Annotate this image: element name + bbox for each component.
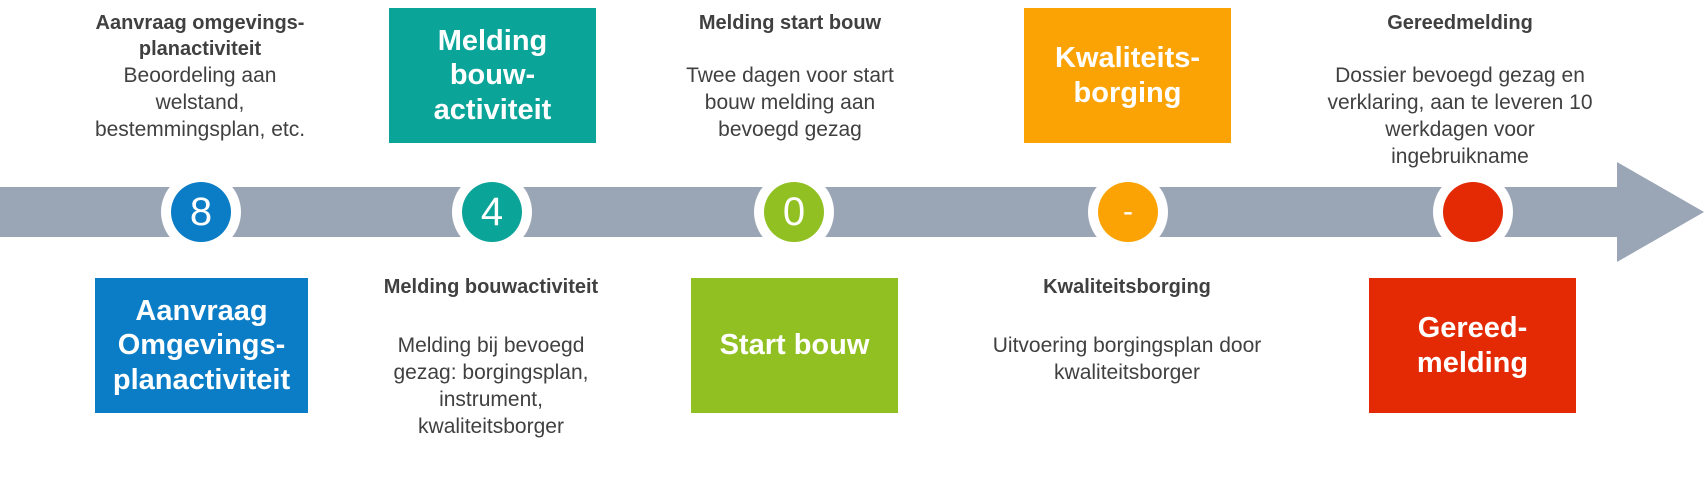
top-gereed-heading: Gereedmelding — [1387, 12, 1533, 34]
bottom-kwaliteit-heading: Kwaliteitsborging — [1043, 276, 1211, 298]
bottom-kwaliteit-desc: Uitvoering borgingsplan door kwaliteitsb… — [992, 334, 1262, 384]
aanvraag-box-label: Aanvraag Omgevings- planactiviteit — [112, 295, 291, 396]
top-aanvraag-text: Aanvraag omgevings- planactiviteit Beoor… — [58, 10, 342, 143]
top-start-heading: Melding start bouw — [698, 12, 882, 34]
bottom-melding-text: Melding bouwactiviteit Melding bij bevoe… — [355, 274, 627, 440]
gereedmelding-box: Gereed- melding — [1369, 278, 1576, 413]
top-aanvraag-desc: Beoordeling aan welstand, bestemmingspla… — [94, 64, 306, 141]
step-circle-8-inner: 8 — [171, 182, 231, 242]
step-circle-4: 4 — [452, 172, 532, 252]
timeline-arrow-shape — [0, 162, 1704, 262]
top-gereed-text: Gereedmelding Dossier bevoegd gezag en v… — [1308, 10, 1612, 170]
step-circle-dash-inner: - — [1098, 182, 1158, 242]
aanvraag-omgevingsplanactiviteit-box: Aanvraag Omgevings- planactiviteit — [95, 278, 308, 413]
step-circle-0: 0 — [754, 172, 834, 252]
top-start-desc: Twee dagen voor start bouw melding aan b… — [686, 64, 894, 141]
bottom-melding-desc: Melding bij bevoegd gezag: borgingsplan,… — [393, 334, 589, 438]
step-number: 8 — [189, 190, 213, 234]
step-number: - — [1123, 195, 1133, 228]
step-circle-0-inner: 0 — [764, 182, 824, 242]
bottom-melding-heading: Melding bouwactiviteit — [383, 276, 599, 298]
kwaliteitsborging-box: Kwaliteits- borging — [1024, 8, 1231, 143]
step-circle-end — [1433, 172, 1513, 252]
gereedmelding-box-label: Gereed- melding — [1416, 312, 1529, 379]
top-start-text: Melding start bouw Twee dagen voor start… — [660, 10, 920, 143]
bottom-kwaliteit-text: Kwaliteitsborging Uitvoering borgingspla… — [964, 274, 1290, 386]
step-circle-end-inner — [1443, 182, 1503, 242]
kwaliteitsborging-box-label: Kwaliteits- borging — [1054, 42, 1201, 109]
step-circle-8: 8 — [161, 172, 241, 252]
step-circle-4-inner: 4 — [462, 182, 522, 242]
step-number: 4 — [480, 190, 504, 234]
step-number: 0 — [782, 190, 806, 234]
melding-bouwactiviteit-box-label: Melding bouw- activiteit — [433, 25, 552, 126]
start-bouw-box: Start bouw — [691, 278, 898, 413]
step-circle-dash: - — [1088, 172, 1168, 252]
top-aanvraag-heading: Aanvraag omgevings- planactiviteit — [95, 12, 305, 60]
start-bouw-box-label: Start bouw — [719, 329, 870, 362]
melding-bouwactiviteit-box: Melding bouw- activiteit — [389, 8, 596, 143]
top-gereed-desc: Dossier bevoegd gezag en verklaring, aan… — [1327, 64, 1593, 168]
